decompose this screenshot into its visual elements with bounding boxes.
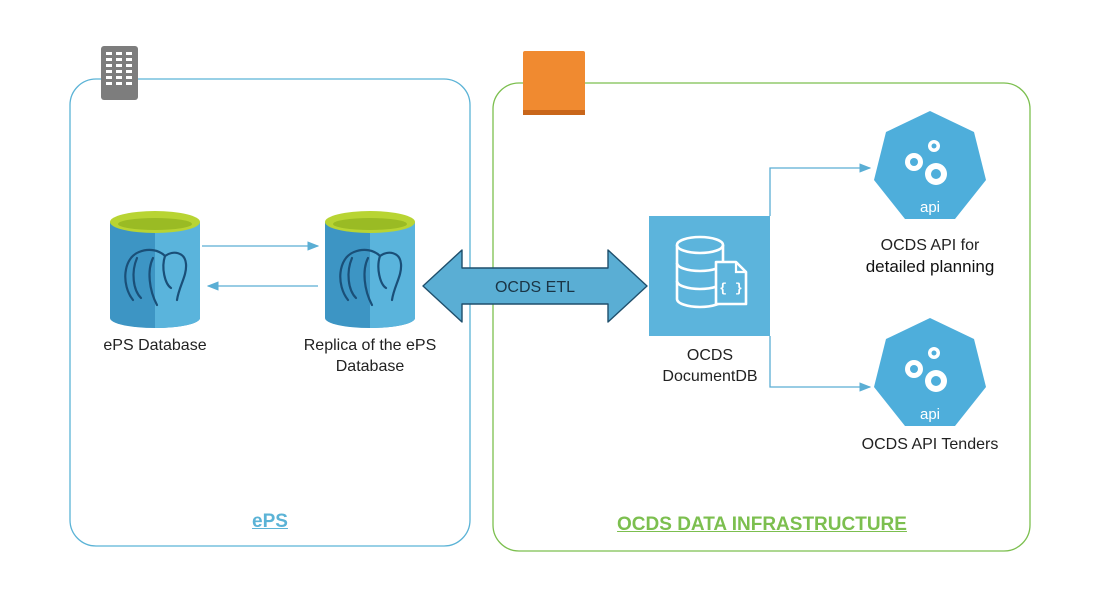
building-icon bbox=[101, 46, 138, 100]
docdb-to-tenders-connector bbox=[769, 336, 872, 392]
ocds-group-title: OCDS DATA INFRASTRUCTURE bbox=[617, 514, 907, 535]
api-tenders-label: OCDS API Tenders bbox=[861, 436, 999, 453]
svg-text:{ }: { } bbox=[719, 281, 742, 296]
kubernetes-api-icon: api bbox=[874, 111, 986, 219]
eps-group-container bbox=[69, 78, 471, 547]
documentdb-label: OCDS DocumentDB bbox=[630, 345, 790, 387]
api-planning-line2: detailed planning bbox=[865, 257, 995, 276]
replica-label-line1: Replica of the ePS bbox=[303, 337, 437, 354]
api-planning-label: OCDS API for detailed planning bbox=[835, 235, 1025, 277]
kubernetes-api-icon: api bbox=[874, 318, 986, 426]
ocds-group-container bbox=[492, 82, 1031, 552]
api-planning-line1: OCDS API for bbox=[880, 237, 980, 254]
documentdb-label-line2: DocumentDB bbox=[662, 368, 758, 385]
eps-database-label: ePS Database bbox=[103, 337, 207, 354]
replica-database-label: Replica of the ePS Database bbox=[280, 335, 460, 377]
cloud-square-icon bbox=[523, 51, 585, 115]
etl-label: OCDS ETL bbox=[495, 279, 575, 296]
documentdb-icon: { } bbox=[649, 216, 770, 336]
eps-database-icon bbox=[110, 211, 200, 328]
api-icon-text: api bbox=[920, 199, 940, 216]
api-icon-text: api bbox=[920, 406, 940, 423]
documentdb-label-line1: OCDS bbox=[686, 347, 734, 364]
replica-label-line2: Database bbox=[335, 358, 405, 375]
eps-group-title: ePS bbox=[252, 511, 288, 532]
replica-database-icon bbox=[325, 211, 415, 328]
docdb-to-planning-connector bbox=[769, 163, 872, 216]
etl-bidirectional-arrow bbox=[422, 249, 648, 323]
